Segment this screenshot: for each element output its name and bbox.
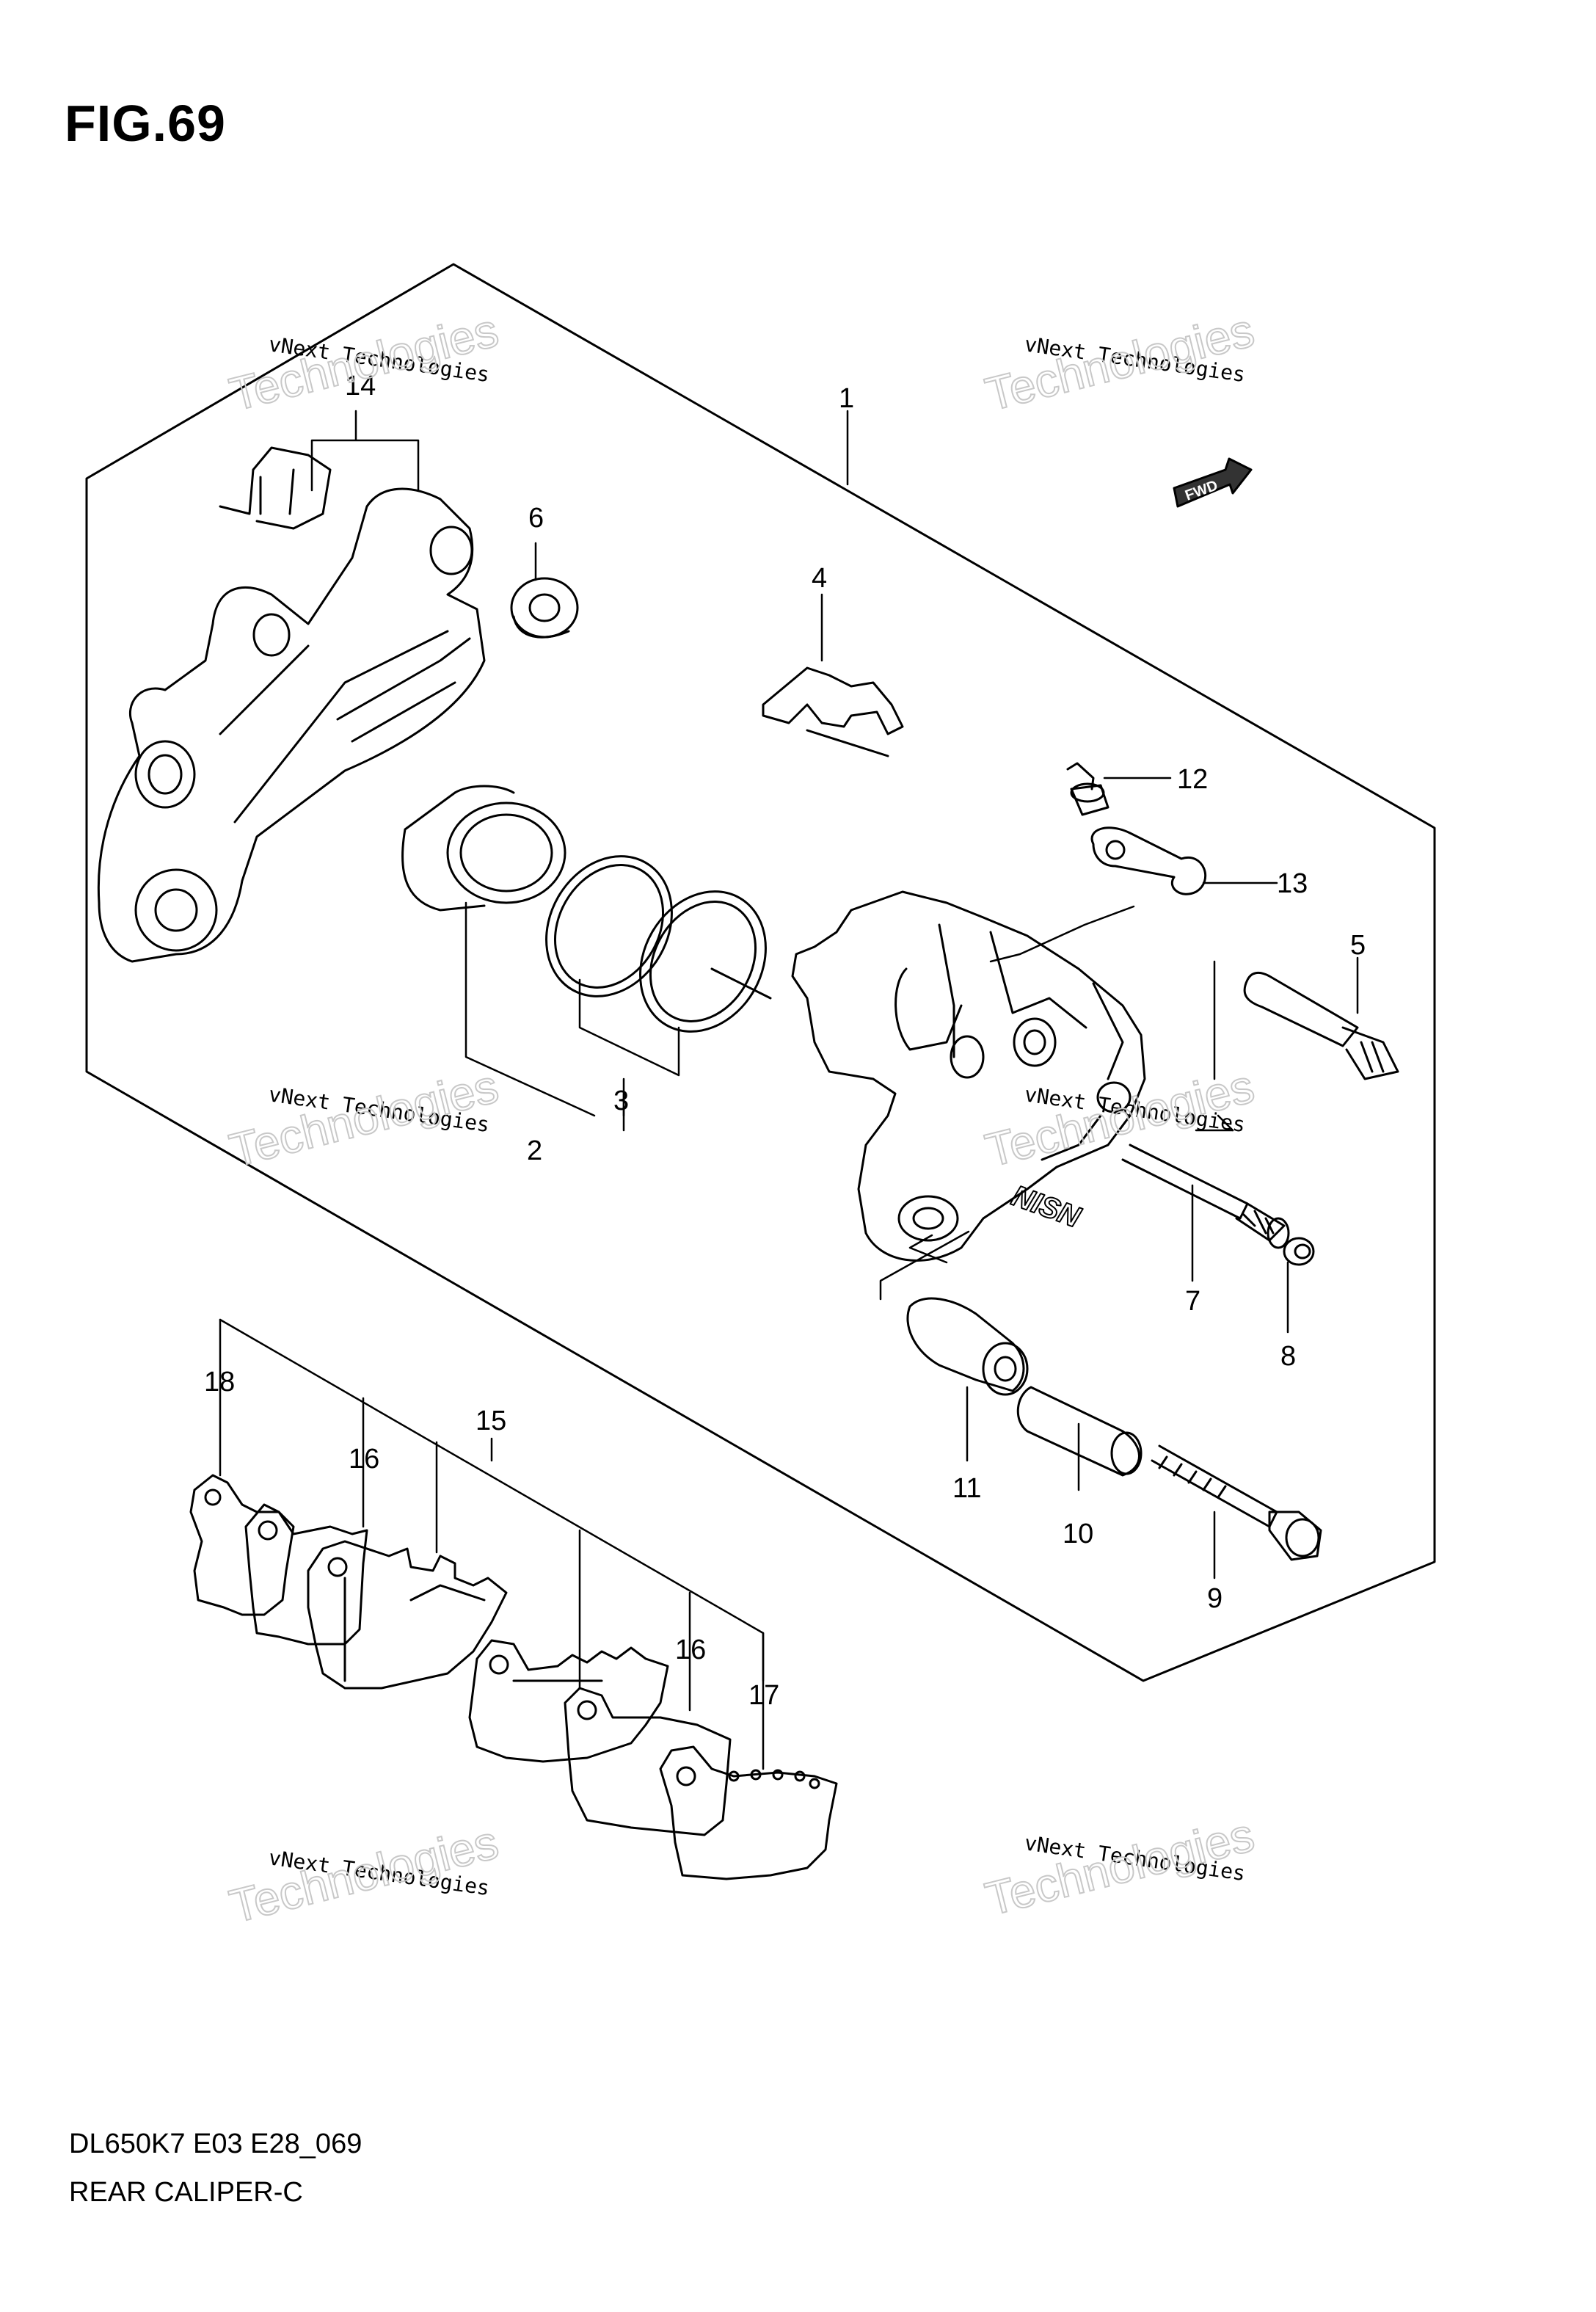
watermark-bottom-left: vNext Technologies Technologies: [224, 1814, 504, 1933]
boot-6-drawing: [510, 577, 579, 639]
watermark-top-right: vNext Technologies Technologies: [980, 302, 1260, 421]
piston-2-drawing: [401, 785, 566, 912]
bleeder-cap-13-drawing: [1090, 826, 1207, 895]
bolt-9-drawing: [1151, 1444, 1322, 1561]
caliper-bracket-drawing: [97, 487, 486, 963]
shim-16-upper-drawing: [244, 1503, 368, 1646]
figure-title: FIG.69: [65, 95, 226, 152]
label-part-13: 13: [1277, 868, 1308, 899]
label-part-2: 2: [527, 1135, 542, 1166]
leader-lines: [219, 410, 1359, 1770]
seal-3-drawing: [545, 855, 673, 997]
label-part-11: 11: [952, 1473, 981, 1504]
label-part-15: 15: [475, 1406, 506, 1436]
label-part-1: 1: [839, 383, 854, 414]
watermark-mid-right: vNext Technologies Technologies: [980, 1058, 1260, 1177]
label-part-7: 7: [1185, 1286, 1200, 1317]
svg-text:Technologies: Technologies: [225, 303, 503, 421]
label-part-6: 6: [528, 503, 544, 534]
label-part-3: 3: [613, 1086, 629, 1116]
plug-8-drawing: [1283, 1237, 1315, 1266]
pad-spring-14-drawing: [219, 446, 332, 530]
label-part-12: 12: [1177, 764, 1208, 795]
svg-text:Technologies: Technologies: [225, 1059, 503, 1177]
boot-11-drawing: [906, 1297, 1029, 1396]
caliper-body-drawing: NISN: [791, 890, 1146, 1262]
brake-pad-15-lower-drawing: [468, 1639, 669, 1763]
svg-text:NISN: NISN: [1007, 1179, 1085, 1234]
label-part-16-lower: 16: [675, 1635, 706, 1665]
label-part-8: 8: [1280, 1341, 1296, 1372]
shim-16-lower-drawing: [564, 1687, 732, 1836]
svg-text:Technologies: Technologies: [980, 1059, 1259, 1177]
watermark-mid-left: vNext Technologies Technologies: [224, 1058, 504, 1177]
svg-text:Technologies: Technologies: [980, 303, 1259, 421]
label-part-17: 17: [748, 1680, 779, 1711]
label-part-16-upper: 16: [349, 1444, 379, 1475]
fwd-arrow-icon: [1173, 457, 1253, 508]
part-number-labels: 1 14 6 4 12 13 5 3 2 7 8 11 10 9 18 16 1…: [204, 371, 1366, 1711]
svg-text:Technologies: Technologies: [225, 1815, 503, 1933]
sleeve-10-drawing: [1016, 1386, 1143, 1477]
label-part-18: 18: [204, 1367, 235, 1397]
bleeder-12-drawing: [1066, 762, 1109, 816]
label-part-4: 4: [812, 563, 827, 594]
diagram-name: REAR CALIPER-C: [69, 2177, 303, 2208]
pad-spring-4-drawing: [762, 666, 904, 735]
model-code: DL650K7 E03 E28_069: [69, 2129, 362, 2159]
pad-pin-5-drawing: [1243, 971, 1399, 1080]
brake-pad-15-upper-drawing: [307, 1540, 508, 1690]
shim-17-drawing: [659, 1745, 838, 1880]
svg-text:Technologies: Technologies: [980, 1808, 1259, 1925]
caliper-pin-7-drawing: [1121, 1144, 1290, 1249]
label-part-14: 14: [345, 371, 376, 401]
watermark-top-left: vNext Technologies Technologies: [224, 302, 504, 421]
fwd-label: FWD: [1183, 477, 1220, 504]
label-part-5: 5: [1350, 930, 1366, 961]
label-part-9: 9: [1207, 1583, 1222, 1614]
assembly-frame: [85, 263, 1436, 1682]
dust-seal-drawing: [639, 890, 767, 1033]
watermark-bottom-right: vNext Technologies Technologies: [980, 1807, 1260, 1926]
label-part-10: 10: [1063, 1519, 1093, 1549]
shim-18-drawing: [189, 1474, 295, 1616]
